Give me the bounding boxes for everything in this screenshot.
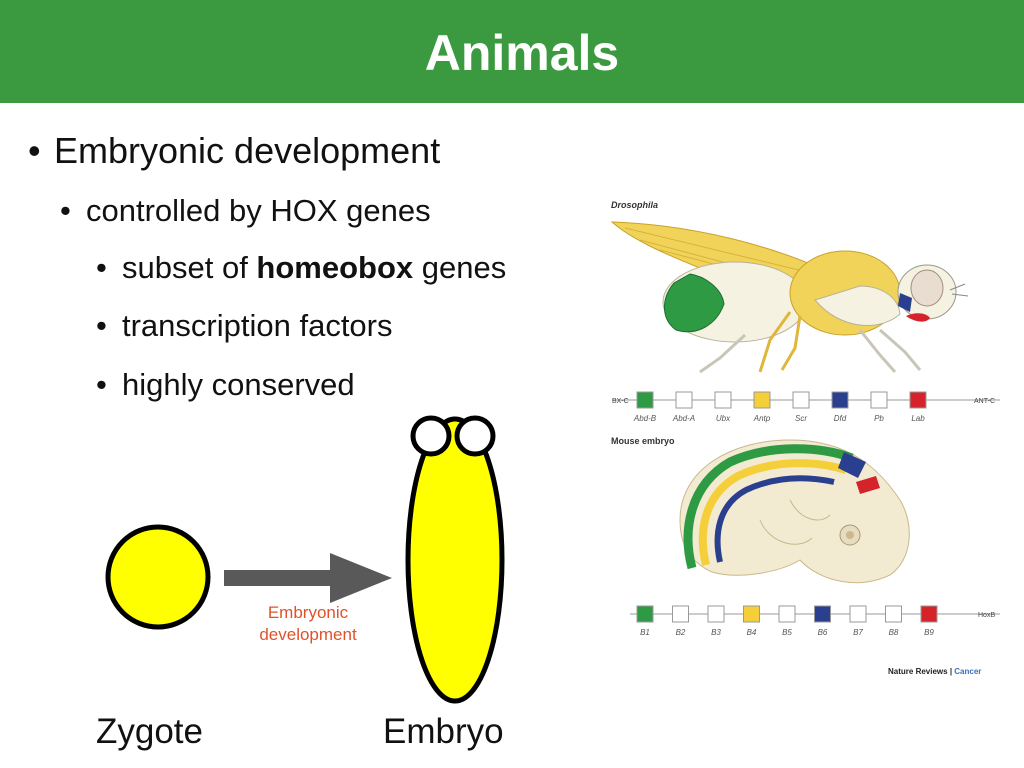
bullet-text: transcription factors <box>122 308 393 343</box>
embryo-eye-left <box>410 415 452 457</box>
gene-label-b4: B4 <box>747 628 757 637</box>
gene-box-lab <box>909 391 927 409</box>
gene-box-b3 <box>707 605 725 623</box>
figure-credit: Nature Reviews | Cancer <box>888 667 981 676</box>
fly-head-blue <box>898 293 912 312</box>
bullet-text: controlled by HOX genes <box>86 193 431 228</box>
bullet-dot: • <box>60 193 71 228</box>
gene-box-antp <box>753 391 771 409</box>
bullet-hox-genes: • controlled by HOX genes <box>60 193 431 229</box>
zygote-circle <box>105 524 211 630</box>
bullet-text-prefix: subset of <box>122 250 257 285</box>
bullet-text: Embryonic development <box>54 130 441 171</box>
bullet-dot: • <box>28 130 41 171</box>
gene-label-scr: Scr <box>795 414 807 423</box>
gene-box-scr <box>792 391 810 409</box>
gene-label-antp: Antp <box>753 414 771 423</box>
embryo-eye-right <box>454 415 496 457</box>
drosophila-illustration <box>610 221 969 374</box>
gene-label-b7: B7 <box>853 628 863 637</box>
gene-box-b4 <box>743 605 760 623</box>
gene-label-abd-a: Abd-A <box>672 414 695 423</box>
bullet-text-suffix: genes <box>413 250 507 285</box>
gene-box-b9 <box>920 605 938 623</box>
gene-box-b2 <box>672 605 689 623</box>
gene-label-b1: B1 <box>640 628 650 637</box>
bullet-embryonic-development: • Embryonic development <box>28 130 440 172</box>
bullet-dot: • <box>96 250 107 285</box>
development-arrow <box>224 553 392 603</box>
gene-box-b5 <box>778 605 796 623</box>
fly-abdomen-posterior <box>664 273 725 333</box>
fly-head-red <box>906 313 930 322</box>
arrow-label: Embryonic development <box>228 602 388 646</box>
gene-label-abd-b: Abd-B <box>633 414 657 423</box>
bullet-dot: • <box>96 367 107 402</box>
gene-box-b6 <box>814 605 831 623</box>
mouse-yellow-band <box>698 459 848 566</box>
gene-box-abd-a <box>675 391 693 409</box>
gene-label-b2: B2 <box>676 628 686 637</box>
gene-label-dfd: Dfd <box>834 414 847 423</box>
bullet-highly-conserved: • highly conserved <box>96 367 355 403</box>
embryo-body <box>405 416 505 704</box>
slide-title: Animals <box>424 25 620 81</box>
mouse-red-region <box>856 476 880 494</box>
gene-label-b5: B5 <box>782 628 792 637</box>
arrow-label-line1: Embryonic <box>267 603 349 622</box>
drosophila-label: Drosophila <box>611 200 658 210</box>
gene-box-ubx <box>714 391 732 409</box>
gene-label-b6: B6 <box>818 628 828 637</box>
fly-complex-left: BX-C <box>612 398 629 405</box>
title-bar: Animals <box>0 0 1024 103</box>
embryo-label: Embryo <box>383 712 504 751</box>
mouse-gene-row: B1 B2 B3 B4 B5 B6 B7 B8 B9 <box>636 605 938 637</box>
fly-eye <box>910 269 944 307</box>
mouse-embryo-illustration <box>679 439 910 584</box>
gene-box-b1 <box>636 605 654 623</box>
bullet-dot: • <box>96 308 107 343</box>
gene-label-ubx: Ubx <box>716 414 731 423</box>
mouse-cluster-label: HoxB <box>978 612 995 619</box>
mouse-green-band <box>683 444 854 570</box>
gene-label-pb: Pb <box>874 414 884 423</box>
gene-label-b3: B3 <box>711 628 721 637</box>
fly-gene-row: Abd-B Abd-A Ubx Antp Scr Dfd Pb Lab <box>633 391 927 423</box>
fly-complex-right: ANT-C <box>974 398 995 405</box>
gene-box-dfd <box>831 391 849 409</box>
bullet-text-bold: homeobox <box>256 250 414 285</box>
mouse-label: Mouse embryo <box>611 436 675 446</box>
gene-box-abd-b <box>636 391 654 409</box>
gene-label-b9: B9 <box>924 628 934 637</box>
bullet-text: highly conserved <box>122 367 355 402</box>
zygote-label: Zygote <box>96 712 203 751</box>
fly-legs <box>699 328 922 374</box>
fly-legs-yellow <box>758 311 802 373</box>
arrow-label-line2: development <box>259 625 357 644</box>
gene-label-lab: Lab <box>911 414 925 423</box>
gene-label-b8: B8 <box>889 628 899 637</box>
mouse-blue-band <box>714 475 835 563</box>
gene-box-b7 <box>849 605 867 623</box>
gene-box-pb <box>870 391 888 409</box>
bullet-transcription-factors: • transcription factors <box>96 308 393 344</box>
bullet-homeobox: • subset of homeobox genes <box>96 250 506 286</box>
gene-box-b8 <box>885 605 902 623</box>
